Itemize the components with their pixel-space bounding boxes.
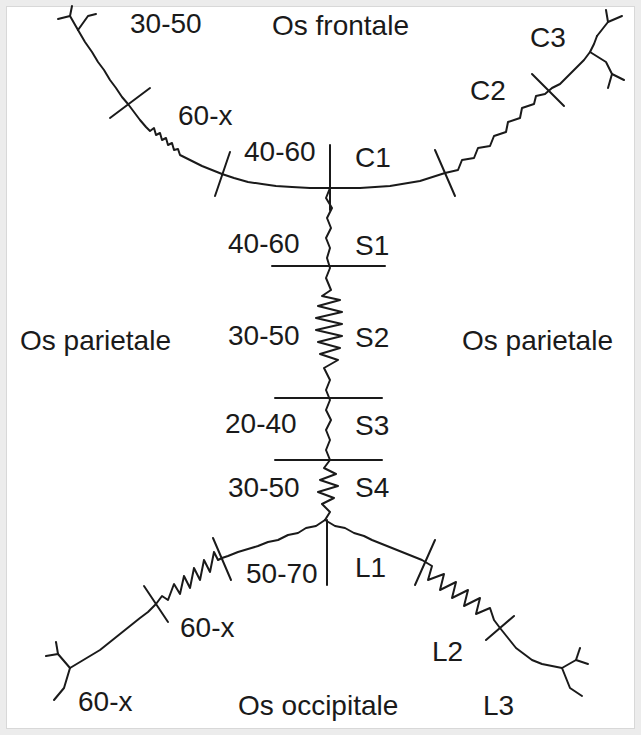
bone-name: Os occipitale xyxy=(238,690,398,722)
age-range: 40-60 xyxy=(244,136,316,168)
background-panel xyxy=(6,6,635,729)
age-range: 60-x xyxy=(78,686,132,718)
segment-code: L1 xyxy=(355,552,386,584)
segment-tick xyxy=(144,586,168,622)
segment-tick xyxy=(532,74,564,106)
age-range: 30-50 xyxy=(228,472,300,504)
segment-tick xyxy=(326,520,328,585)
age-range: 60-x xyxy=(180,612,234,644)
coronal-suture xyxy=(78,30,330,188)
age-range: 20-40 xyxy=(225,408,297,440)
segment-code: L2 xyxy=(432,636,463,668)
age-range: 40-60 xyxy=(228,228,300,260)
segment-code: C3 xyxy=(530,22,566,54)
segment-code: S2 xyxy=(355,322,389,354)
suture-branch xyxy=(562,668,582,696)
segment-code: S4 xyxy=(355,472,389,504)
suture-branch xyxy=(608,74,612,88)
suture-branch xyxy=(562,660,588,668)
segment-tick xyxy=(486,616,514,640)
segment-tick xyxy=(272,265,385,267)
suture-branch xyxy=(78,14,96,30)
bone-name: Os frontale xyxy=(272,10,409,42)
lambdoid-suture xyxy=(325,520,562,668)
segment-code: L3 xyxy=(483,690,514,722)
lambdoid-suture xyxy=(70,520,325,668)
suture-branch xyxy=(46,654,70,668)
age-range: 60-x xyxy=(178,100,232,132)
suture-branch xyxy=(597,16,622,36)
suture-branch xyxy=(590,52,624,80)
segment-code: C1 xyxy=(355,142,391,174)
coronal-suture xyxy=(330,36,597,188)
suture-branch xyxy=(54,668,70,700)
segment-tick xyxy=(275,459,382,461)
segment-tick xyxy=(215,152,230,196)
segment-tick xyxy=(435,150,455,196)
suture-branch xyxy=(58,16,78,30)
segment-tick xyxy=(415,540,435,585)
age-range: 30-50 xyxy=(130,8,202,40)
suture-branch xyxy=(576,648,580,660)
segment-code: S1 xyxy=(355,230,389,262)
segment-tick xyxy=(213,538,231,580)
segment-tick xyxy=(275,397,382,399)
suture-branch xyxy=(606,10,608,22)
age-range: 50-70 xyxy=(246,558,318,590)
suture-branch xyxy=(56,642,58,654)
sagittal-suture xyxy=(316,188,342,520)
segment-tick xyxy=(329,145,331,210)
segment-tick xyxy=(110,88,150,118)
segment-code: C2 xyxy=(470,75,506,107)
age-range: 30-50 xyxy=(228,320,300,352)
segment-code: S3 xyxy=(355,410,389,442)
suture-branch xyxy=(70,6,72,16)
bone-name: Os parietale xyxy=(462,325,613,357)
bone-name: Os parietale xyxy=(20,325,171,357)
